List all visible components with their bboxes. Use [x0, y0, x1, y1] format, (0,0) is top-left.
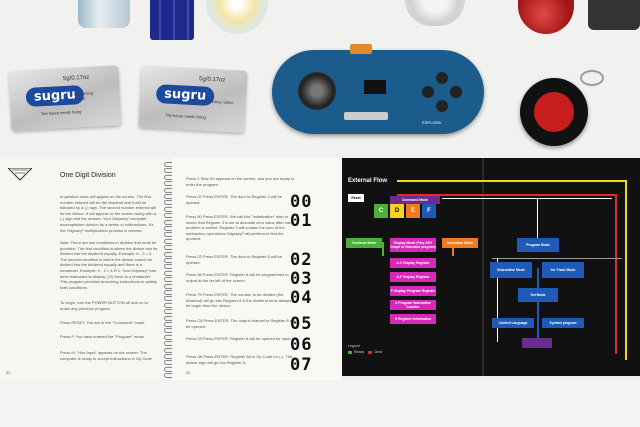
board-label: ESPLORA	[422, 120, 441, 125]
flow-line	[492, 258, 622, 260]
flow-line	[397, 180, 627, 182]
int-flash-mode-block: Int. Flash Mode	[542, 262, 584, 278]
paragraph: Press M. "Hex Input" appears on the scre…	[60, 350, 153, 361]
legend-label: Legend	[348, 344, 360, 348]
bottom-block	[522, 338, 552, 348]
program-mode-block: Program Mode	[517, 238, 559, 252]
step-number: 06	[290, 335, 313, 355]
cd-disc	[206, 0, 268, 34]
register-block: R Register Information	[390, 314, 436, 324]
packet-weight: 5g/0.17oz	[62, 74, 90, 83]
esplora-board: ESPLORA	[272, 44, 484, 134]
slider	[344, 112, 388, 120]
execution-mode-block: Execution Mode	[442, 238, 478, 248]
triangle-logo-icon	[8, 168, 32, 181]
legend-clear-swatch	[368, 351, 372, 354]
orange-connectors	[350, 44, 372, 54]
flow-line	[615, 194, 617, 354]
left-page: One Digit Division A question mark will …	[0, 158, 168, 380]
page-number: 52	[6, 370, 11, 375]
packet-slogan: The future needs fixing	[164, 112, 206, 120]
step-text: Press 79 Press ENTER. The number to be d…	[186, 292, 291, 309]
paragraph: Note: There are two conditions in divisi…	[60, 240, 158, 290]
button-pad	[422, 72, 462, 112]
display-mode-block: Display Mode (Play ANY Graph to Standard…	[390, 238, 436, 252]
step-text: Press C8 Press ENTER. The output channel…	[186, 318, 296, 329]
table-surface	[0, 380, 640, 427]
register-block: A-F Display Register	[390, 272, 436, 282]
batteries	[150, 0, 194, 40]
dark-object	[588, 0, 640, 30]
reset-block: Reset	[348, 194, 364, 202]
keyring	[580, 70, 604, 86]
fob-logo-icon	[534, 92, 574, 132]
flow-line	[625, 180, 627, 360]
step-number: 03	[290, 269, 313, 289]
step-number: 05	[290, 314, 313, 334]
command-mode-block: Command Mode	[390, 196, 440, 204]
sugru-packet: sugru 5g/0.17oz self-setting rubber The …	[8, 65, 122, 131]
page-title: One Digit Division	[60, 172, 116, 179]
legend-ready: Ready	[354, 350, 365, 354]
diagram-title: External Flow	[348, 178, 388, 184]
step-number: 02	[290, 250, 313, 270]
key-e-block: E	[406, 204, 420, 218]
flow-line	[537, 198, 539, 240]
flow-line	[442, 198, 612, 200]
paragraph: To begin, turn the POWER BUTTON off and …	[60, 300, 148, 311]
key-f-block: F	[422, 204, 436, 218]
legend-ready-swatch	[348, 351, 352, 354]
open-book: One Digit Division A question mark will …	[0, 158, 640, 380]
step-number: 01	[290, 211, 313, 231]
paragraph: Press RESET. You are in the "Command" mo…	[60, 320, 146, 325]
register-block: A-V Display Register	[390, 258, 436, 268]
step-number: 00	[290, 192, 313, 212]
paragraph: A question mark will appear on the scree…	[60, 194, 157, 233]
packet-slogan: The future needs fixing	[40, 109, 82, 117]
step-text: Press 02 Press ENTER. The door to Regist…	[186, 194, 282, 205]
step-text: Press 86 Press ENTER. Register 8 will be…	[186, 272, 289, 283]
register-block: P Display Program Register	[390, 286, 436, 296]
paragraph: Press P. You have entered the "Program" …	[60, 334, 146, 339]
step-text: Press 3A Press ENTER. Register 3A in Op …	[186, 354, 293, 365]
continue-mode-block: Continue Mode	[346, 238, 382, 248]
sugru-packet: sugru 5g/0.17oz self-setting rubber The …	[138, 65, 248, 133]
joystick	[298, 72, 336, 110]
step-text: Press 1 Step 00 appears on the screen, a…	[186, 176, 295, 187]
control-language-block: Control Language	[492, 318, 534, 328]
step-number: 04	[290, 288, 313, 308]
packet-subtitle: self-setting rubber	[73, 90, 94, 102]
symbol-program-block: Symbol program	[542, 318, 584, 328]
packet-weight: 5g/0.17oz	[198, 76, 226, 84]
tape-roll	[405, 0, 465, 26]
flow-line	[537, 268, 539, 348]
set-mode-block: Set Mode	[518, 288, 558, 302]
key-c-block: C	[374, 204, 388, 218]
subroutine-mode-block: Subroutine Mode	[490, 262, 532, 278]
page-number: 53	[186, 370, 191, 375]
red-button-object	[518, 0, 574, 34]
key-d-block: D	[390, 204, 404, 218]
chip	[364, 80, 386, 94]
flow-line	[397, 194, 617, 196]
step-text: Press 03 Press ENTER. The door to Regist…	[186, 254, 282, 265]
mid-page: Press 1 Step 00 appears on the screen, a…	[172, 158, 342, 380]
key-fob	[520, 78, 588, 146]
flow-line	[452, 242, 454, 256]
flow-line	[382, 242, 384, 256]
step-text: Press 80 Press ENTER. We call this "init…	[186, 214, 294, 242]
flow-diagram-page: External Flow Reset Command Mode C D E F…	[342, 158, 640, 376]
register-block: S Program Subroutine Counter	[390, 300, 436, 310]
step-number: 07	[290, 355, 313, 375]
step-text: Press 03 Press ENTER. Register 8 will be…	[186, 336, 292, 341]
page-fold	[482, 158, 484, 376]
battery-tube	[78, 0, 130, 28]
legend-clear: Clear	[374, 350, 383, 354]
flow-line	[497, 258, 499, 342]
